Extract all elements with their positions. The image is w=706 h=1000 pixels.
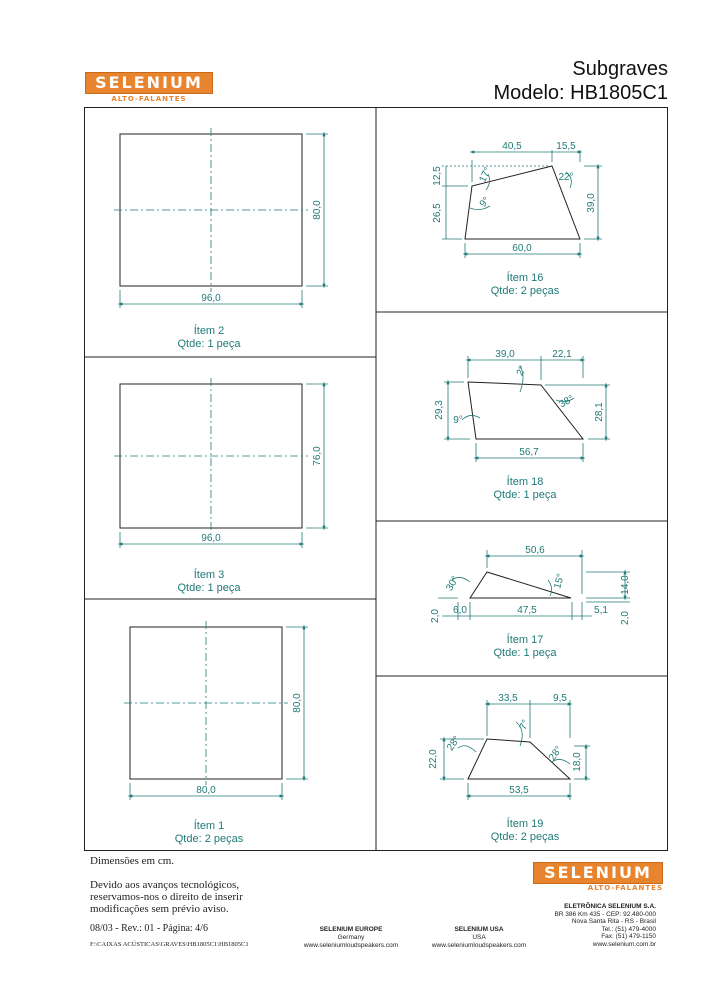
usa-title: SELENIUM USA	[454, 926, 504, 933]
item17-angle-b: 15°	[552, 573, 567, 590]
revision-info: 08/03 - Rev.: 01 - Página: 4/6	[90, 923, 208, 934]
item19-bottom: 53,5	[509, 785, 529, 796]
europe-title: SELENIUM EUROPE	[319, 926, 383, 933]
item3-width: 96,0	[201, 533, 221, 544]
item18-bottom: 56,7	[519, 447, 539, 458]
europe-site: www.seleniumloudspeakers.com	[303, 942, 399, 949]
frame-dividers	[84, 107, 668, 851]
title-line: Subgraves	[572, 58, 668, 80]
item17-top: 50,6	[525, 545, 545, 556]
item17-caption: Ítem 17 Qtde: 1 peça	[450, 634, 600, 660]
model-line: Modelo: HB1805C1	[493, 82, 668, 104]
item1-qty: Qtde: 2 peças	[174, 833, 244, 845]
item18-top-left: 39,0	[495, 349, 515, 360]
item3-qty: Qtde: 1 peça	[177, 582, 241, 594]
dimensions-note: Dimensões em cm.	[90, 855, 175, 867]
item19-angle-a: 7°	[518, 718, 532, 731]
item16-angle-c: 9°	[478, 195, 493, 209]
item19-right: 18,0	[572, 752, 583, 772]
item16-qty: Qtde: 2 peças	[490, 285, 560, 297]
item2-name: Ítem 2	[193, 325, 225, 337]
item3-name: Ítem 3	[193, 569, 225, 581]
item17-name: Ítem 17	[506, 634, 544, 646]
usa-country: USA	[472, 934, 486, 941]
item18-qty: Qtde: 1 peça	[493, 489, 557, 501]
item17-drawing	[438, 550, 630, 620]
logo-subtext: ALTO-FALANTES	[111, 95, 187, 103]
company-site: www.selenium.com.br	[592, 940, 656, 948]
item17-right-h: 14,0	[620, 575, 631, 595]
item16-caption: Ítem 16 Qtde: 2 peças	[450, 272, 600, 298]
company-tel: Tel.: (51) 479-4000	[601, 925, 656, 933]
europe-country: Germany	[337, 934, 365, 941]
item16-angle-b: 22°	[558, 172, 573, 183]
logo-wordmark: SELENIUM	[85, 72, 213, 94]
item18-angle-b: 38°	[557, 393, 576, 410]
disclaimer-line-1: Devido aos avanços tecnológicos,	[90, 879, 240, 891]
item18-right: 28,1	[594, 402, 605, 422]
company-address-2: Nova Santa Rita - RS - Brasil	[571, 918, 656, 925]
item17-qty: Qtde: 1 peça	[493, 647, 557, 659]
disclaimer: Devido aos avanços tecnológicos, reserva…	[90, 879, 243, 915]
item19-drawing	[440, 700, 590, 800]
item18-caption: Ítem 18 Qtde: 1 peça	[450, 476, 600, 502]
item18-drawing	[444, 356, 610, 462]
item19-top-right: 9,5	[553, 693, 567, 704]
item2-drawing	[114, 128, 328, 308]
item2-qty: Qtde: 1 peça	[177, 338, 241, 350]
item16-name: Ítem 16	[506, 272, 544, 284]
item17-seg-b: 47,5	[517, 605, 537, 616]
selenium-usa: SELENIUM USA USA www.seleniumloudspeaker…	[424, 926, 534, 950]
item3-drawing	[114, 378, 328, 548]
item1-width: 80,0	[196, 785, 216, 796]
item17-seg-a: 6,0	[453, 605, 467, 616]
logo-subtext-bottom: ALTO-FALANTES	[587, 884, 663, 892]
item19-top-left: 33,5	[498, 693, 518, 704]
selenium-logo-bottom: SELENIUM ALTO-FALANTES	[533, 862, 663, 892]
item2-height: 80,0	[312, 200, 323, 220]
item16-left-upper: 12,5	[432, 166, 443, 186]
item18-angle-c: 9°	[453, 415, 463, 426]
item19-caption: Ítem 19 Qtde: 2 peças	[450, 818, 600, 844]
item19-angle-b: 28°	[445, 734, 463, 753]
item18-left: 29,3	[434, 400, 445, 420]
item16-drawing	[442, 150, 602, 258]
item18-top-right: 22,1	[552, 349, 572, 360]
item1-height: 80,0	[292, 693, 303, 713]
item2-caption: Ítem 2 Qtde: 1 peça	[134, 325, 284, 351]
company-fax: Fax: (51) 479-1150	[601, 933, 656, 940]
item17-seg-c: 5,1	[594, 605, 608, 616]
item17-right-h2: 2,0	[620, 611, 631, 625]
disclaimer-line-3: modificações sem prévio aviso.	[90, 903, 229, 915]
item19-left: 22,0	[428, 749, 439, 769]
item16-top-right: 15,5	[556, 141, 576, 152]
disclaimer-line-2: reservamos-nos o direito de inserir	[90, 891, 243, 903]
item16-left-lower: 26,5	[432, 203, 443, 223]
item2-width: 96,0	[201, 293, 221, 304]
item19-name: Ítem 19	[506, 818, 544, 830]
logo-wordmark-bottom: SELENIUM	[533, 862, 663, 884]
item1-caption: Ítem 1 Qtde: 2 peças	[134, 820, 284, 846]
item16-right: 39,0	[586, 193, 597, 213]
item18-angle-a: 2°	[515, 364, 529, 377]
item18-name: Ítem 18	[506, 476, 544, 488]
item17-left-h: 2,0	[430, 609, 441, 623]
item19-qty: Qtde: 2 peças	[490, 831, 560, 843]
item1-name: Ítem 1	[193, 820, 225, 832]
selenium-logo-top: SELENIUM ALTO-FALANTES	[84, 72, 214, 103]
item16-top-left: 40,5	[502, 141, 522, 152]
document-title: Subgraves Modelo: HB1805C1	[368, 57, 668, 105]
usa-site: www.seleniumloudspeakers.com	[431, 942, 527, 949]
company-address-1: BR 386 Km 435 - CEP: 92.480-000	[554, 910, 656, 918]
item3-caption: Ítem 3 Qtde: 1 peça	[134, 569, 284, 595]
company-name: ELETRÔNICA SELENIUM S.A.	[564, 903, 656, 910]
item16-bottom: 60,0	[512, 243, 532, 254]
company-info: ELETRÔNICA SELENIUM S.A. BR 386 Km 435 -…	[496, 903, 656, 948]
file-path: F:\CAIXAS ACÚSTICAS\GRAVES\HB1805C1\HB18…	[90, 941, 249, 948]
selenium-europe: SELENIUM EUROPE Germany www.seleniumloud…	[296, 926, 406, 950]
item3-height: 76,0	[312, 446, 323, 466]
item1-drawing	[124, 621, 308, 800]
